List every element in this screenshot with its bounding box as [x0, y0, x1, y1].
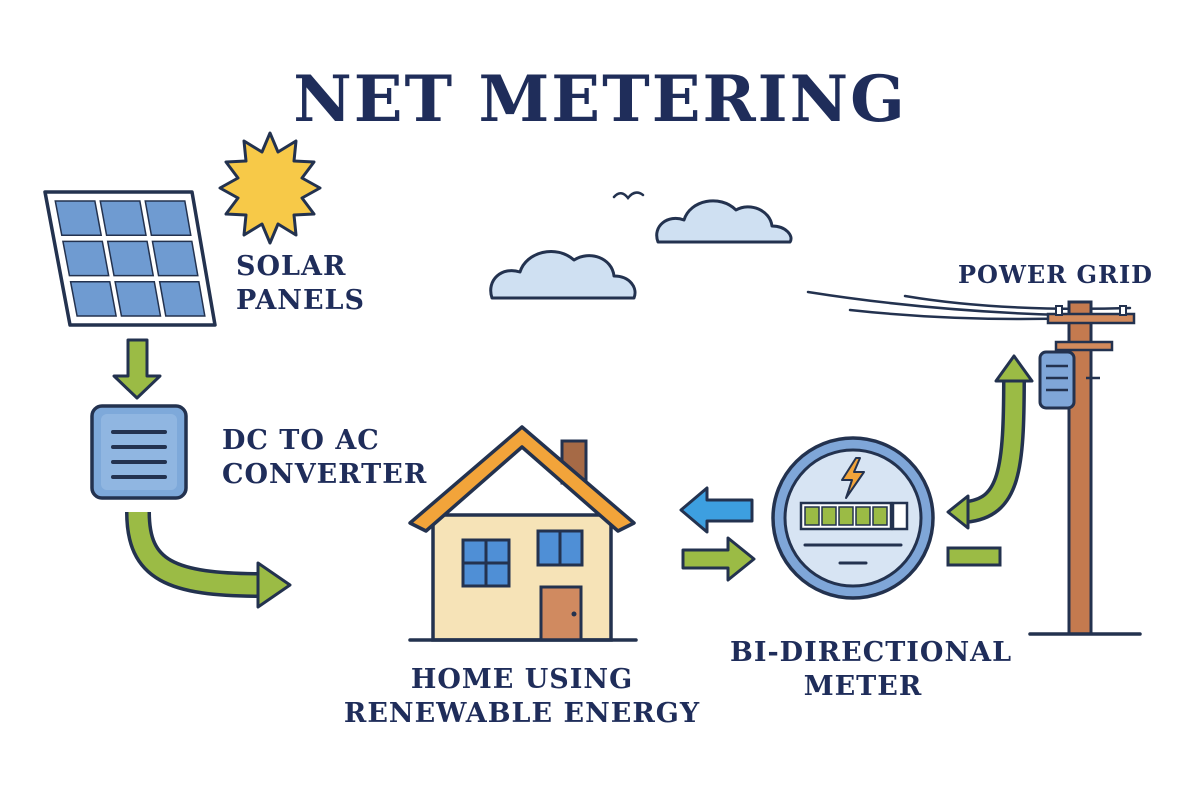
cloud-icon: [489, 250, 637, 300]
solar-cell: [151, 240, 199, 277]
arrow-left-blue-icon: [679, 486, 754, 534]
cloud-icon: [655, 199, 793, 244]
solar-cell: [144, 200, 192, 237]
label-line: DC TO AC: [222, 425, 380, 456]
solar-panel-icon: [43, 190, 217, 327]
solar-panels-label: SOLAR PANELS: [236, 250, 365, 318]
label-line: RENEWABLE ENERGY: [343, 698, 701, 729]
solar-cell: [106, 240, 155, 277]
meter-bar: [821, 506, 837, 526]
grid-connector-line: [946, 546, 1002, 567]
utility-pole-icon: [1028, 300, 1142, 636]
inverter-box-icon: [90, 404, 188, 500]
meter-bar-empty: [891, 501, 909, 531]
arrow-right-green-icon: [681, 536, 756, 582]
arrow-down-icon: [112, 338, 162, 400]
curved-arrow-to-home-icon: [125, 511, 292, 609]
curved-arrow-up-icon: [946, 354, 1034, 530]
power-grid-label: POWER GRID: [958, 260, 1153, 289]
label-line: HOME USING: [410, 664, 634, 695]
solar-cell: [62, 240, 110, 277]
meter-bar: [855, 506, 871, 526]
solar-cell: [54, 200, 103, 237]
meter-bar: [838, 506, 854, 526]
house-icon: [408, 425, 638, 642]
label-line: BI-DIRECTIONAL: [730, 637, 1013, 668]
label-line: METER: [803, 671, 923, 702]
meter-icon: [771, 436, 935, 600]
converter-label: DC TO AC CONVERTER: [222, 424, 427, 492]
bird-icon: [612, 191, 645, 201]
label-line: CONVERTER: [222, 459, 428, 490]
page-title: NET METERING: [293, 62, 907, 137]
solar-cell: [114, 280, 162, 317]
sun-icon: [218, 131, 322, 245]
label-line: PANELS: [236, 285, 366, 316]
solar-cell: [158, 280, 206, 317]
home-label: HOME USING RENEWABLE ENERGY: [330, 663, 714, 731]
meter-label: BI-DIRECTIONAL METER: [730, 636, 1013, 704]
solar-cell: [69, 280, 118, 317]
meter-bar: [872, 506, 888, 526]
meter-bar: [804, 506, 820, 526]
lightning-bolt-icon: [841, 457, 865, 499]
solar-cell: [99, 200, 147, 237]
label-line: SOLAR: [236, 251, 347, 282]
